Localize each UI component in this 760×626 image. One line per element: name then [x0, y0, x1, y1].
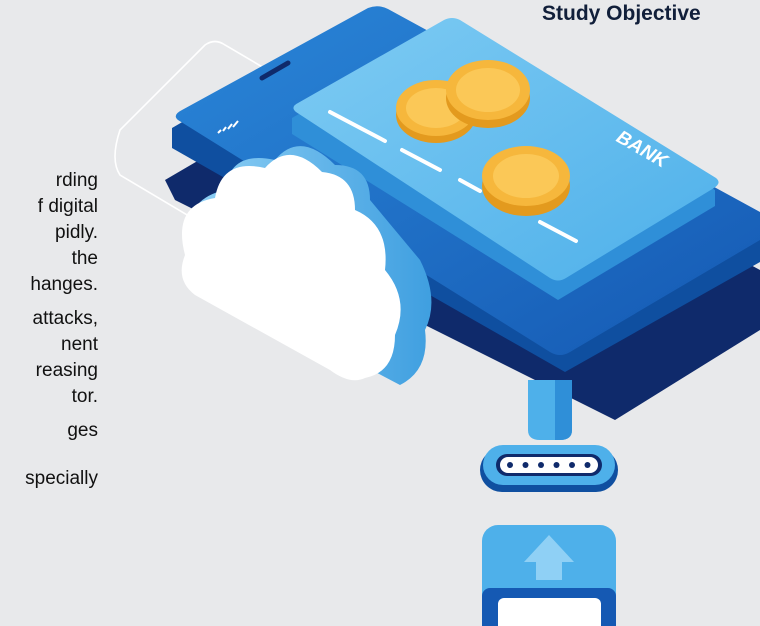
- text-line: attacks,: [32, 308, 98, 329]
- paragraph: ges: [0, 418, 98, 444]
- bank-card: [293, 18, 719, 281]
- coin: [482, 146, 570, 216]
- connector-dot: [569, 462, 575, 468]
- connector-dot: [584, 462, 591, 468]
- card-stripe: [328, 110, 578, 243]
- upload-device: [482, 525, 616, 626]
- page-title: Study Objective: [542, 2, 701, 25]
- paragraph: rding f digital pidly. the hanges.: [0, 168, 98, 298]
- connector-stem-shade: [555, 380, 572, 440]
- upload-arrow-icon: [524, 535, 574, 580]
- connector-dot: [507, 462, 513, 468]
- connector-dot: [553, 462, 560, 468]
- paragraph: attacks, nent reasing tor.: [0, 306, 98, 410]
- cloud-icon: [181, 146, 432, 385]
- coin-stack: [396, 60, 530, 143]
- text-line: pidly.: [55, 222, 98, 243]
- paragraph: specially: [0, 466, 98, 492]
- text-line: reasing: [35, 360, 98, 381]
- text-line: ges: [67, 420, 98, 441]
- text-line: f digital: [37, 196, 98, 217]
- body-text: rding f digital pidly. the hanges. attac…: [0, 168, 98, 500]
- text-line: hanges.: [30, 274, 98, 295]
- connector-dot: [522, 462, 529, 468]
- text-line: rding: [55, 170, 98, 191]
- text-line: nent: [61, 334, 98, 355]
- connector-port: [480, 445, 618, 492]
- text-line: tor.: [71, 386, 98, 407]
- connector-dot: [538, 462, 544, 468]
- phone-speaker: [259, 60, 291, 81]
- text-line: specially: [25, 468, 98, 489]
- signal-icon: [217, 120, 239, 134]
- text-line: the: [71, 248, 98, 269]
